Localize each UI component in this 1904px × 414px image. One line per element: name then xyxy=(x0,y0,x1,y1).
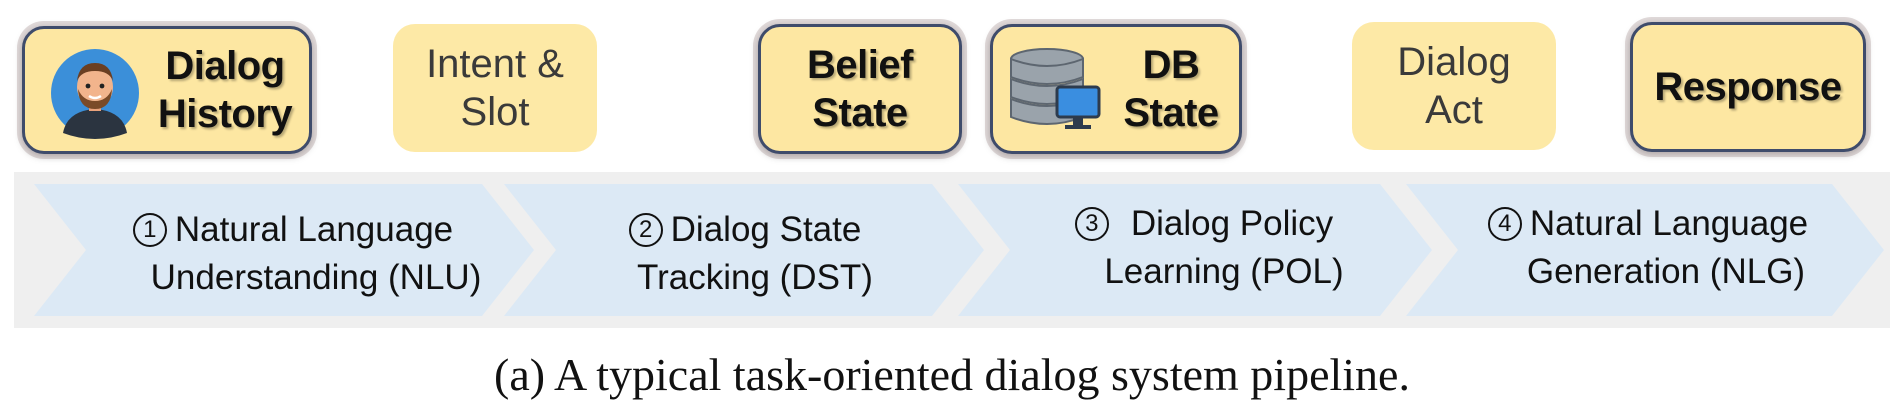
stage-nlu-line1: Natural Language xyxy=(175,210,453,249)
stage-nlu-line2: Understanding (NLU) xyxy=(78,254,508,302)
belief-state-box: Belief State xyxy=(758,24,962,154)
belief-state-line2: State xyxy=(807,89,913,137)
stage-dst-line1: Dialog State xyxy=(671,210,862,249)
stage-pol-line1: Dialog Policy xyxy=(1131,204,1333,243)
stage-pol: 3 Dialog Policy Learning (POL) xyxy=(1014,200,1394,296)
dialog-act-line2: Act xyxy=(1397,86,1510,134)
stage-number-4: 4 xyxy=(1488,207,1522,241)
dialog-act-box: Dialog Act xyxy=(1352,22,1556,150)
stage-nlg-line2: Generation (NLG) xyxy=(1448,248,1848,296)
stage-number-2: 2 xyxy=(629,213,663,247)
intent-slot-line2: Slot xyxy=(426,88,564,136)
database-icon xyxy=(1007,47,1103,133)
response-box: Response xyxy=(1630,22,1866,152)
db-state-line2: State xyxy=(1111,89,1231,137)
figure-caption: (a) A typical task-oriented dialog syste… xyxy=(0,348,1904,401)
intent-slot-line1: Intent & xyxy=(426,40,564,88)
response-label: Response xyxy=(1654,63,1841,111)
user-avatar-icon xyxy=(49,47,141,139)
stage-nlg-line1: Natural Language xyxy=(1530,204,1808,243)
db-state-box: DB State xyxy=(990,24,1242,154)
belief-state-line1: Belief xyxy=(807,41,913,89)
dialog-act-line1: Dialog xyxy=(1397,38,1510,86)
stage-pol-line2: Learning (POL) xyxy=(1014,248,1394,296)
dialog-history-line1: Dialog xyxy=(145,42,305,90)
dialog-history-line2: History xyxy=(145,90,305,138)
stage-dst-line2: Tracking (DST) xyxy=(560,254,930,302)
db-state-line1: DB xyxy=(1111,41,1231,89)
intent-slot-box: Intent & Slot xyxy=(393,24,597,152)
stage-number-1: 1 xyxy=(133,213,167,247)
stage-number-3: 3 xyxy=(1075,207,1109,241)
dialog-history-box: Dialog History xyxy=(22,26,312,154)
